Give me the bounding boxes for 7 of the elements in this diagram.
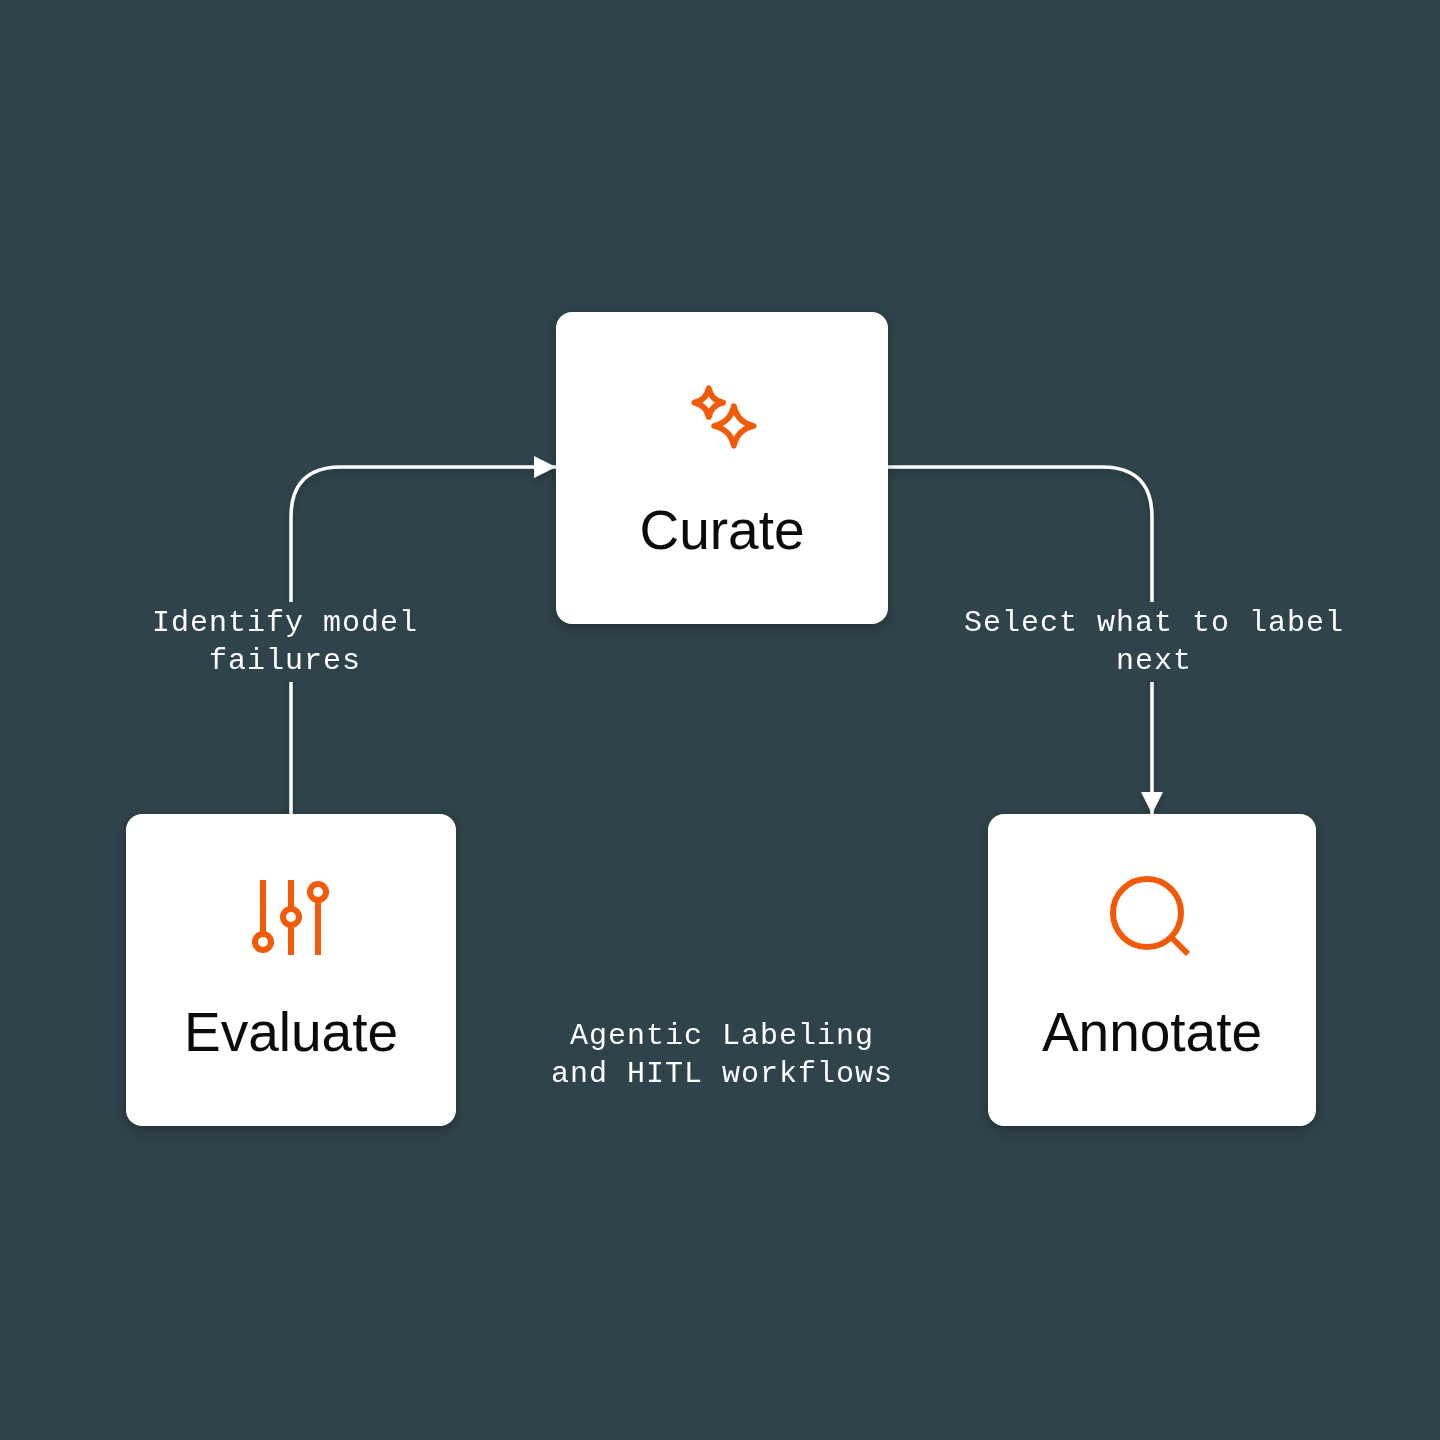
node-title: Annotate — [1040, 1001, 1264, 1063]
node-title: Curate — [638, 499, 806, 561]
arrow — [456, 964, 988, 986]
node-title: Evaluate — [182, 1001, 399, 1063]
process-box — [988, 814, 1316, 1126]
process-box — [556, 312, 888, 624]
process-box — [126, 814, 456, 1126]
